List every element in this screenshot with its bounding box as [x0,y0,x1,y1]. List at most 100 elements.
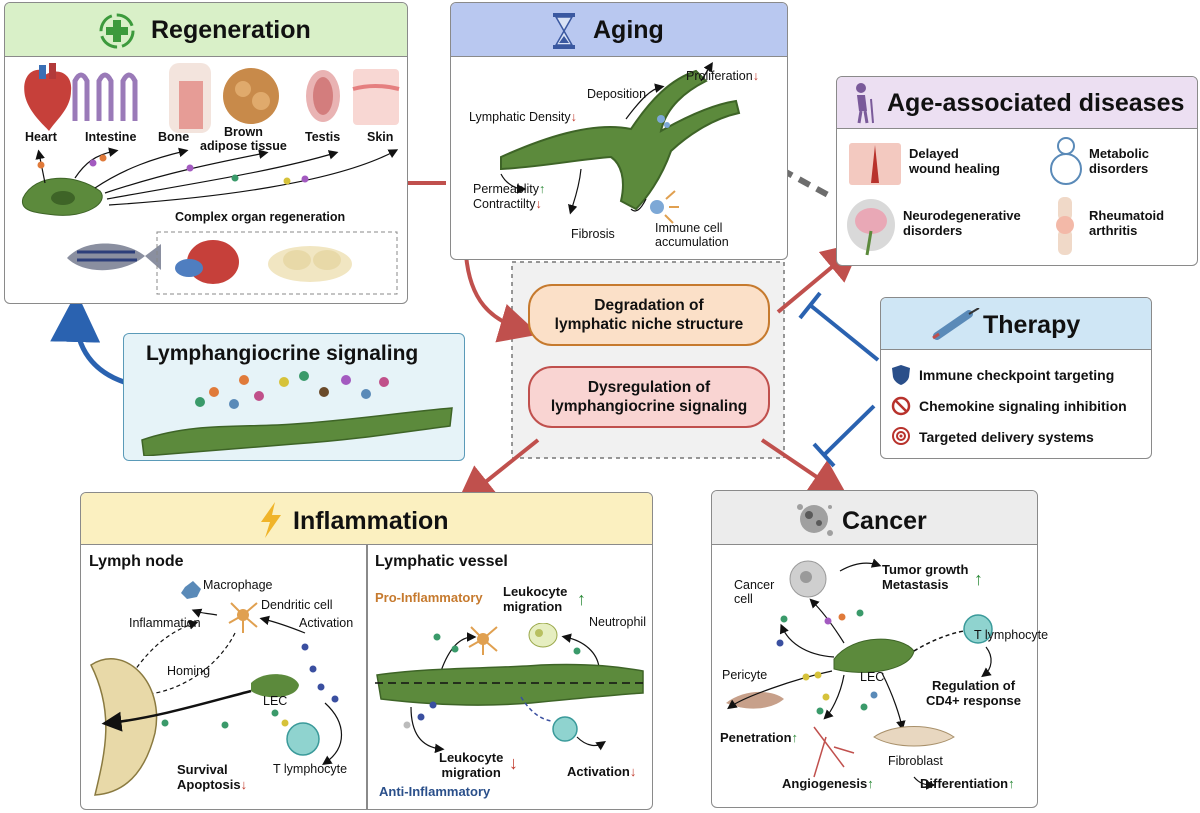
joint-icon [1056,197,1074,255]
lymphatic-vessel-diagram [375,623,647,754]
plus-cycle-icon [99,13,135,49]
regeneration-panel: Regeneration Heart Intestine Bone Brown … [4,2,408,304]
complex-organ-label: Complex organ regeneration [175,210,346,224]
fibroblast-icon [873,726,955,747]
shield-icon [892,365,910,385]
lymphangiocrine-panel: Lymphangiocrine signaling [123,333,465,461]
dendritic-cell-label: Dendritic cell [261,598,333,612]
pro-inflammatory-label: Pro-Inflammatory [375,590,483,605]
anti-inflammatory-label: Anti-Inflammatory [379,784,491,799]
lec-cell-icon [251,674,299,698]
lymph-node-title: Lymph node [89,553,184,570]
cancer-panel: Cancer Cancer cell Tumor growth Metastas… [711,490,1048,808]
elderly-person-icon [856,83,874,124]
leukocyte-up-arrow: ↑ [577,589,586,609]
organ-brown-adipose-label: Brown adipose tissue [200,125,287,153]
zebrafish-organs [67,231,398,295]
disease-ra-label: Rheumatoid arthritis [1089,208,1165,238]
cancer-header [712,491,1037,545]
t-lymphocyte-icon [286,722,320,756]
neutrophil-label: Neutrophil [589,615,646,629]
aging-fibrosis-label: Fibrosis [571,227,615,241]
inflammation-panel: Inflammation Lymph node Macrophage Dendr… [80,492,653,810]
leukocyte-down-arrow: ↓ [509,753,518,773]
disease-wound-label: Delayed wound healing [909,146,1000,176]
therapy-header [881,298,1151,350]
regeneration-header [5,3,407,57]
prohibit-icon [891,396,911,416]
angiogenesis-label: Angiogenesis↑ [782,776,874,791]
lymphangiocrine-vessel [141,371,453,456]
age-diseases-panel: Age-associated diseases Delayed wound he… [836,76,1198,266]
therapy-item-chemokine: Chemokine signaling inhibition [919,398,1127,414]
tumor-growth-label: Tumor growth Metastasis [882,562,969,592]
aging-title: Aging [593,16,664,44]
therapy-item-checkpoint: Immune checkpoint targeting [919,367,1115,383]
leukocyte-up-label: Leukocyte migration [503,584,568,614]
center-to-inflammation-arrow [455,438,540,506]
aging-density-label: Lymphatic Density↓ [469,110,577,124]
organ-skin-label: Skin [367,130,394,144]
t-lymphocyte-label: T lymphocyte [273,762,348,776]
dendritic-cell-icon [228,602,258,633]
lec-cell-icon [833,638,915,673]
testis-icon [306,70,340,122]
aging-deposition-label: Deposition [587,87,647,101]
brain-head-icon [847,199,895,256]
lec-label: LEC [263,694,288,708]
degradation-pill: Degradation of lymphatic niche structure [528,284,770,346]
therapy-panel: Therapy Immune checkpoint targeting Chem… [880,297,1152,459]
heart-icon [24,63,72,131]
homing-label: Homing [167,664,211,678]
cancer-cell-icon [789,560,827,598]
therapy-title: Therapy [983,311,1081,339]
pericyte-label: Pericyte [722,668,768,682]
intestine-icon [72,72,138,121]
inflammation-title: Inflammation [293,507,449,535]
neutrophil-icon [528,623,558,648]
cancer-lec-label: LEC [860,670,885,684]
leukocyte-down-label: Leukocyte migration [439,750,504,780]
zebrafish-heart-icon [175,240,239,284]
cd4-regulation-label: Regulation of CD4+ response [926,678,1022,708]
zebrafish-brain-icon [268,246,352,282]
zebrafish-icon [67,243,161,271]
syringe-icon [932,308,980,340]
therapy-item-delivery: Targeted delivery systems [919,429,1094,445]
macrophage-icon [181,581,201,599]
aging-panel: Aging Proliferation↓ Deposition Lymphati… [450,2,788,260]
age-diseases-header [837,77,1197,129]
aging-header [451,3,787,57]
aging-diseases-dash [762,157,830,198]
lymph-node-diagram [90,581,343,796]
tumor-up-arrow: ↑ [974,569,983,589]
lymph-node-organ-icon [90,658,158,796]
organ-icons [24,63,400,133]
lightning-icon [261,502,281,538]
skin-icon [352,69,400,125]
tumor-cells-icon [797,504,833,536]
survival-label: Survival [177,762,228,777]
aging-proliferation-label: Proliferation↓ [686,69,759,83]
therapy-inhibit-cancer [822,404,876,457]
organ-intestine-label: Intestine [85,130,137,144]
cancer-cell-label: Cancer cell [734,578,775,606]
vessel-activation-label: Activation↓ [567,764,637,779]
aging-immune-label: Immune cell accumulation [655,221,729,249]
vessels-icon [813,726,855,778]
lymphangiocrine-title: Lymphangiocrine signaling [146,342,419,365]
organ-testis-label: Testis [305,130,341,144]
cancer-title: Cancer [842,507,927,535]
activation-label: Activation [299,616,354,630]
inflammation-label: Inflammation [129,616,201,630]
organ-heart-label: Heart [25,130,57,144]
cancer-diagram [726,558,993,790]
inflammation-divider [366,545,368,809]
aging-contractility-label: Contractilty↓ [473,197,542,211]
dysregulation-pill: Dysregulation of lymphangiocrine signali… [528,366,770,428]
apoptosis-label: Apoptosis↓ [177,777,248,792]
target-icon [892,427,910,445]
immune-cell-icon [650,190,679,224]
lec-cell-arrows [21,147,399,216]
center-to-cancer-arrow [760,438,850,499]
